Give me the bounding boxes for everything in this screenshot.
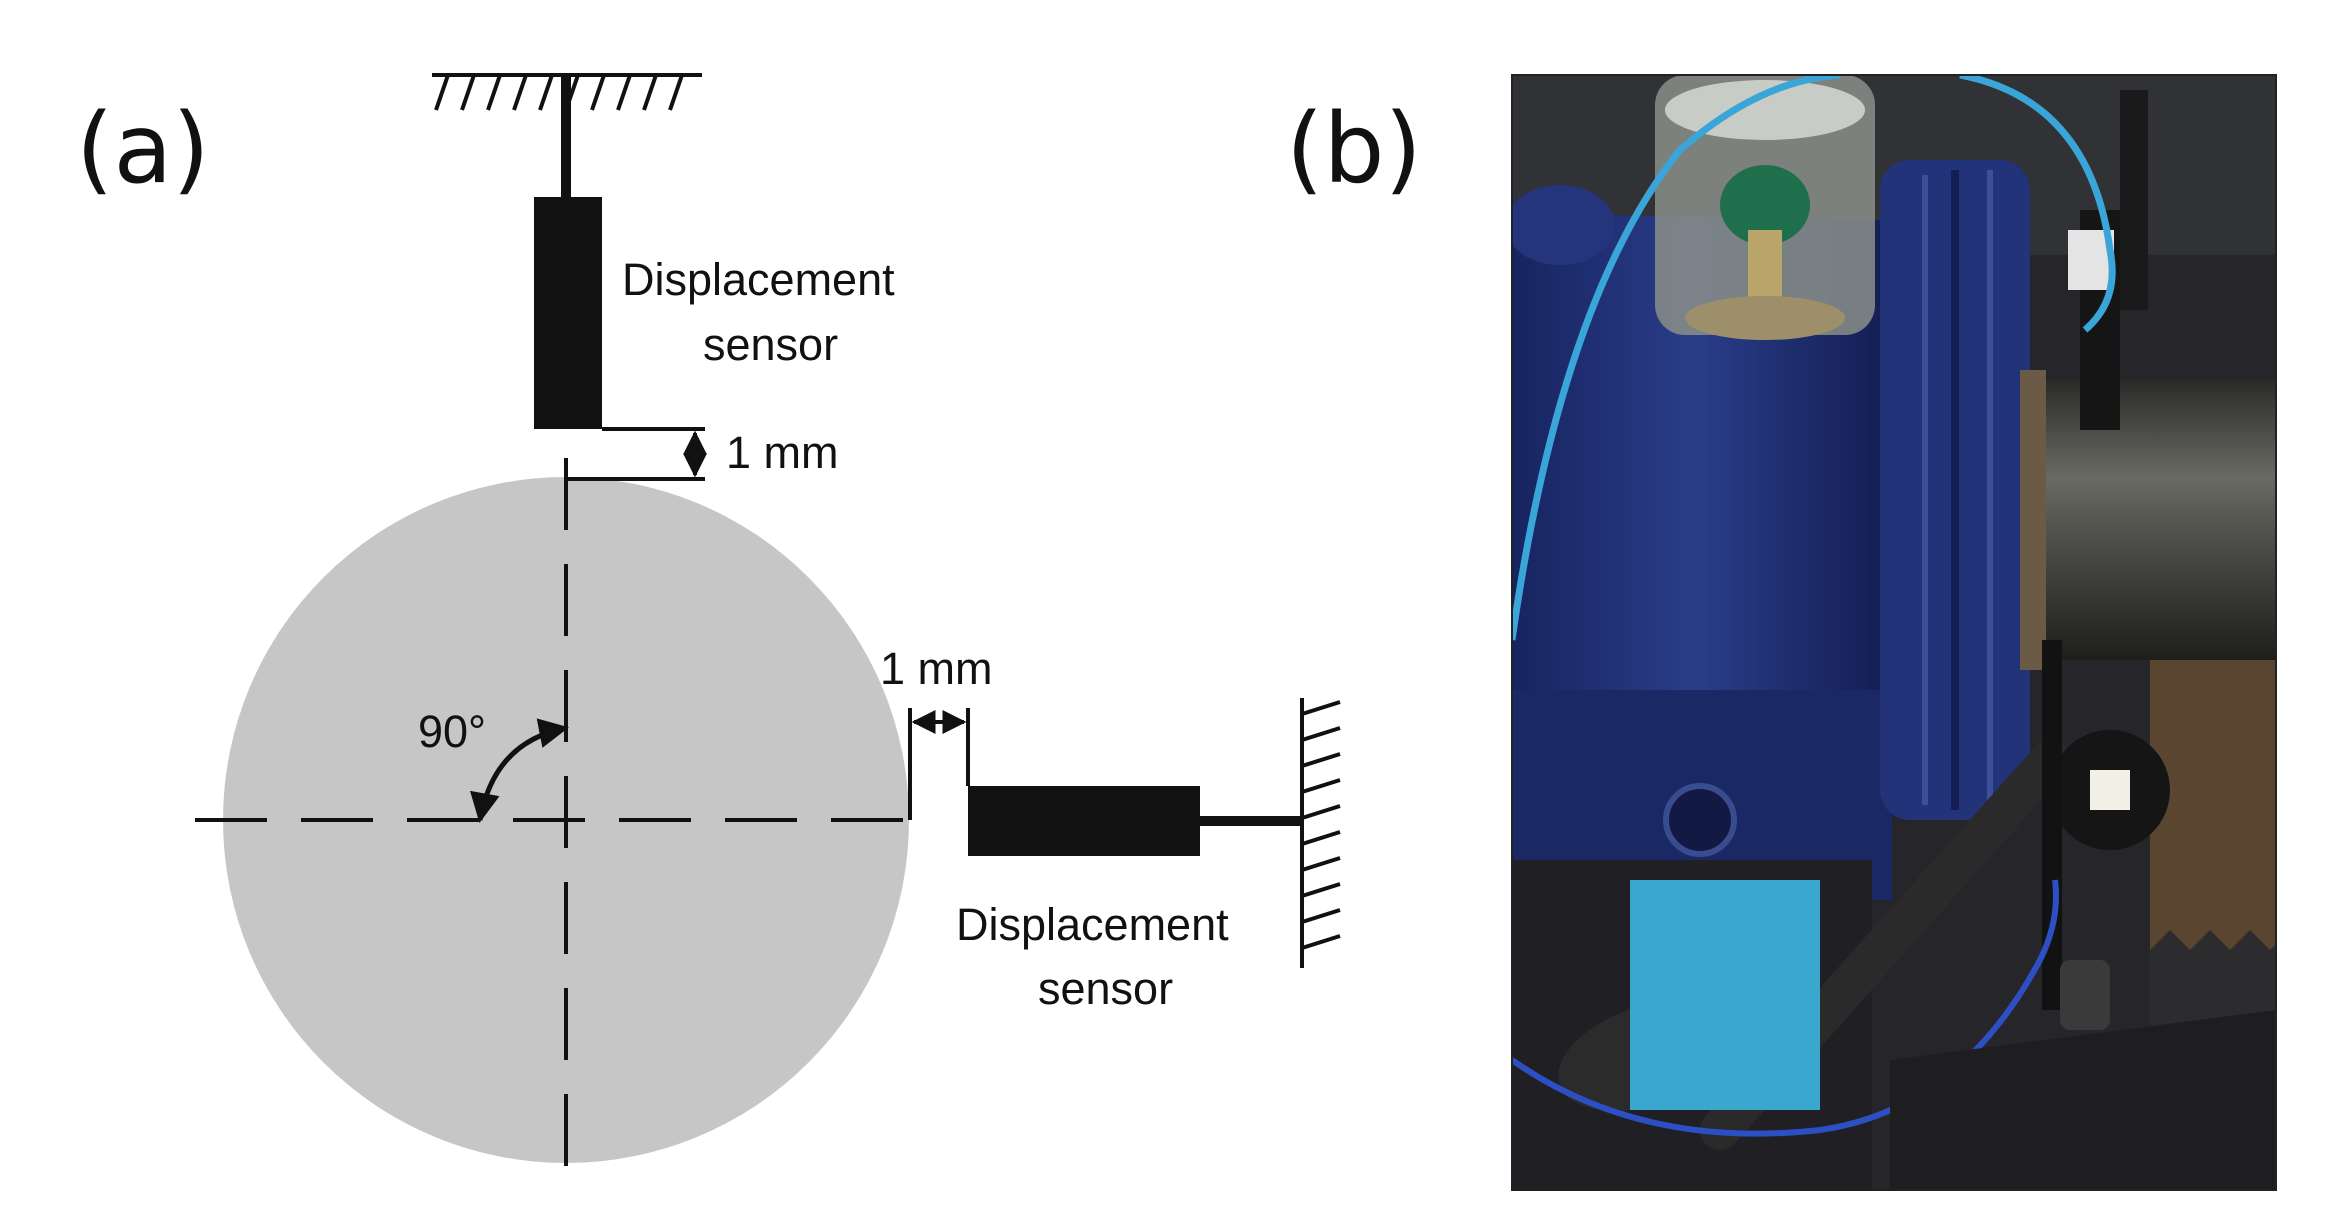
photo-shaft <box>2020 380 2276 660</box>
panel-a: (a) 90° Displa <box>76 73 1341 1190</box>
panel-a-label: (a) <box>76 93 210 205</box>
photo-cable-bottom <box>1512 879 2059 1137</box>
panel-b: (b) <box>1286 74 2277 1191</box>
top-sensor-assembly: Displacement sensor 1 mm <box>432 73 895 481</box>
photo-frame <box>1511 74 2277 1191</box>
panel-b-label: (b) <box>1286 93 1422 205</box>
side-ground-hatch <box>1300 698 1341 968</box>
top-sensor-label-line1: Displacement <box>622 254 895 305</box>
top-sensor-body <box>534 197 602 429</box>
side-sensor-body <box>968 786 1200 856</box>
photo-cyan-block <box>1630 880 1820 1110</box>
top-sensor-label-line2: sensor <box>703 319 838 370</box>
photo-cable-right <box>1959 75 2116 333</box>
side-sensor-label-line1: Displacement <box>956 899 1229 950</box>
test-rig-photo <box>1512 75 2276 1190</box>
photo-cable-left <box>1512 75 1841 641</box>
angle-label: 90° <box>418 706 486 757</box>
photo-bolt <box>1663 783 1737 857</box>
side-sensor-label-line2: sensor <box>1038 963 1173 1014</box>
angle-arc-arrow <box>470 718 569 823</box>
side-sensor-assembly: 1 mm Displacement sensor <box>880 643 1341 1014</box>
top-gap-label: 1 mm <box>726 427 839 478</box>
side-gap-label: 1 mm <box>880 643 993 694</box>
